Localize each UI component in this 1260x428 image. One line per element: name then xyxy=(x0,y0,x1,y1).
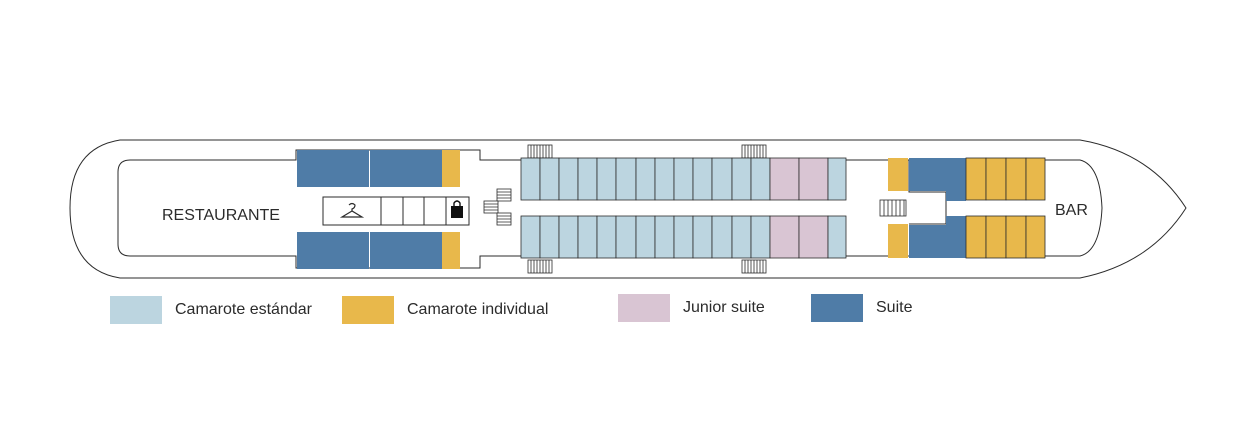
legend-item-suite: Suite xyxy=(811,294,912,322)
legend-swatch-standard xyxy=(110,296,162,324)
individual-cabin[interactable] xyxy=(1005,157,1027,201)
individual-cabin[interactable] xyxy=(1025,215,1046,259)
standard-cabin[interactable] xyxy=(654,215,675,259)
standard-cabin[interactable] xyxy=(539,215,560,259)
legend-swatch-suite xyxy=(811,294,863,322)
standard-cabin[interactable] xyxy=(520,215,541,259)
standard-cabin[interactable] xyxy=(827,157,847,201)
restaurant-label: RESTAURANTE xyxy=(162,207,280,224)
coat-hanger-icon xyxy=(339,202,365,218)
legend-swatch-junior-suite xyxy=(618,294,670,322)
legend-item-individual: Camarote individual xyxy=(342,296,548,324)
standard-cabin[interactable] xyxy=(673,215,694,259)
standard-cabin[interactable] xyxy=(827,215,847,259)
standard-cabin[interactable] xyxy=(539,157,560,201)
standard-cabin[interactable] xyxy=(731,215,752,259)
individual-cabin[interactable] xyxy=(888,224,908,258)
standard-cabin[interactable] xyxy=(615,157,637,201)
shopping-bag-icon xyxy=(451,200,463,218)
individual-cabin[interactable] xyxy=(985,215,1007,259)
standard-cabin[interactable] xyxy=(577,157,598,201)
legend-label-standard: Camarote estándar xyxy=(175,301,312,318)
standard-cabin[interactable] xyxy=(711,157,733,201)
standard-cabin[interactable] xyxy=(750,215,771,259)
standard-cabin[interactable] xyxy=(692,157,713,201)
suite-cabin[interactable] xyxy=(370,150,442,187)
individual-cabin[interactable] xyxy=(965,215,987,259)
junior-suite-cabin[interactable] xyxy=(798,215,829,259)
standard-cabin[interactable] xyxy=(520,157,541,201)
individual-cabin[interactable] xyxy=(965,157,987,201)
standard-cabin[interactable] xyxy=(711,215,733,259)
junior-suite-cabin[interactable] xyxy=(769,157,800,201)
individual-cabin[interactable] xyxy=(1005,215,1027,259)
suite-cabin[interactable] xyxy=(909,216,966,258)
legend-label-suite: Suite xyxy=(876,299,913,316)
standard-cabin[interactable] xyxy=(558,157,579,201)
standard-cabin[interactable] xyxy=(635,157,656,201)
standard-cabin[interactable] xyxy=(558,215,579,259)
junior-suite-cabin[interactable] xyxy=(769,215,800,259)
individual-cabin[interactable] xyxy=(888,158,908,191)
standard-cabin[interactable] xyxy=(731,157,752,201)
individual-cabin[interactable] xyxy=(442,232,460,269)
individual-cabin[interactable] xyxy=(442,150,460,187)
standard-cabin[interactable] xyxy=(654,157,675,201)
standard-cabin[interactable] xyxy=(596,157,617,201)
individual-cabin[interactable] xyxy=(985,157,1007,201)
legend-swatch-individual xyxy=(342,296,394,324)
suite-cabin[interactable] xyxy=(909,158,966,201)
standard-cabin[interactable] xyxy=(750,157,771,201)
individual-cabin[interactable] xyxy=(1025,157,1046,201)
legend-item-junior-suite: Junior suite xyxy=(618,294,765,322)
legend-item-standard: Camarote estándar xyxy=(110,296,312,324)
standard-cabin[interactable] xyxy=(615,215,637,259)
junior-suite-cabin[interactable] xyxy=(798,157,829,201)
standard-cabin[interactable] xyxy=(692,215,713,259)
legend-label-junior-suite: Junior suite xyxy=(683,299,765,316)
standard-cabin[interactable] xyxy=(596,215,617,259)
suite-cabin[interactable] xyxy=(297,232,369,269)
wardrobe-shop-block xyxy=(322,196,470,226)
legend-label-individual: Camarote individual xyxy=(407,301,549,318)
bar-label: BAR xyxy=(1055,202,1088,219)
standard-cabin[interactable] xyxy=(673,157,694,201)
suite-cabin[interactable] xyxy=(370,232,442,269)
stairs xyxy=(483,144,907,274)
standard-cabin[interactable] xyxy=(577,215,598,259)
standard-cabin[interactable] xyxy=(635,215,656,259)
suite-cabin[interactable] xyxy=(297,150,369,187)
